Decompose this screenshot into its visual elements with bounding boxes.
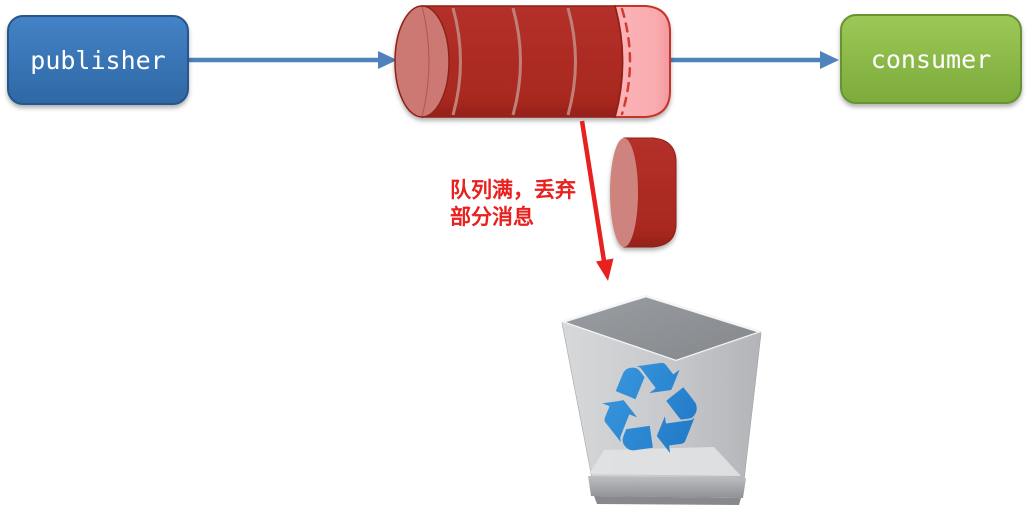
dropped-message-cap-face (610, 138, 638, 247)
recycle-symbol-icon: ♻ (583, 330, 717, 494)
publisher-to-queue-arrow (188, 51, 397, 69)
annotation-line2: 部分消息 (450, 205, 534, 229)
consumer-label: consumer (871, 45, 991, 74)
drop-arrow (579, 120, 614, 281)
annotation-line1: 队列满，丢弃 (450, 178, 576, 202)
bin-floor-highlight (589, 447, 741, 476)
arrowhead-icon (596, 258, 614, 281)
queue-seam (451, 7, 462, 116)
queue-seam (566, 7, 577, 116)
queue-dashed-divider (620, 7, 632, 116)
queue-cap-face (394, 5, 450, 118)
queue-seam (511, 7, 522, 116)
recycle-bin-icon: ♻ (560, 294, 763, 505)
publisher-label: publisher (30, 46, 165, 75)
dropped-message-disc (610, 137, 677, 248)
arrowhead-icon (820, 51, 839, 69)
consumer-node: consumer (840, 14, 1022, 104)
bin-front-face (562, 322, 761, 479)
queue-to-consumer-arrow (671, 51, 839, 69)
publisher-node: publisher (7, 15, 189, 105)
bin-base-bottom (594, 496, 741, 505)
queue-cylinder (394, 5, 671, 118)
queue-filled-body (421, 5, 624, 118)
arrowhead-icon (378, 51, 397, 69)
bin-base (588, 476, 746, 498)
